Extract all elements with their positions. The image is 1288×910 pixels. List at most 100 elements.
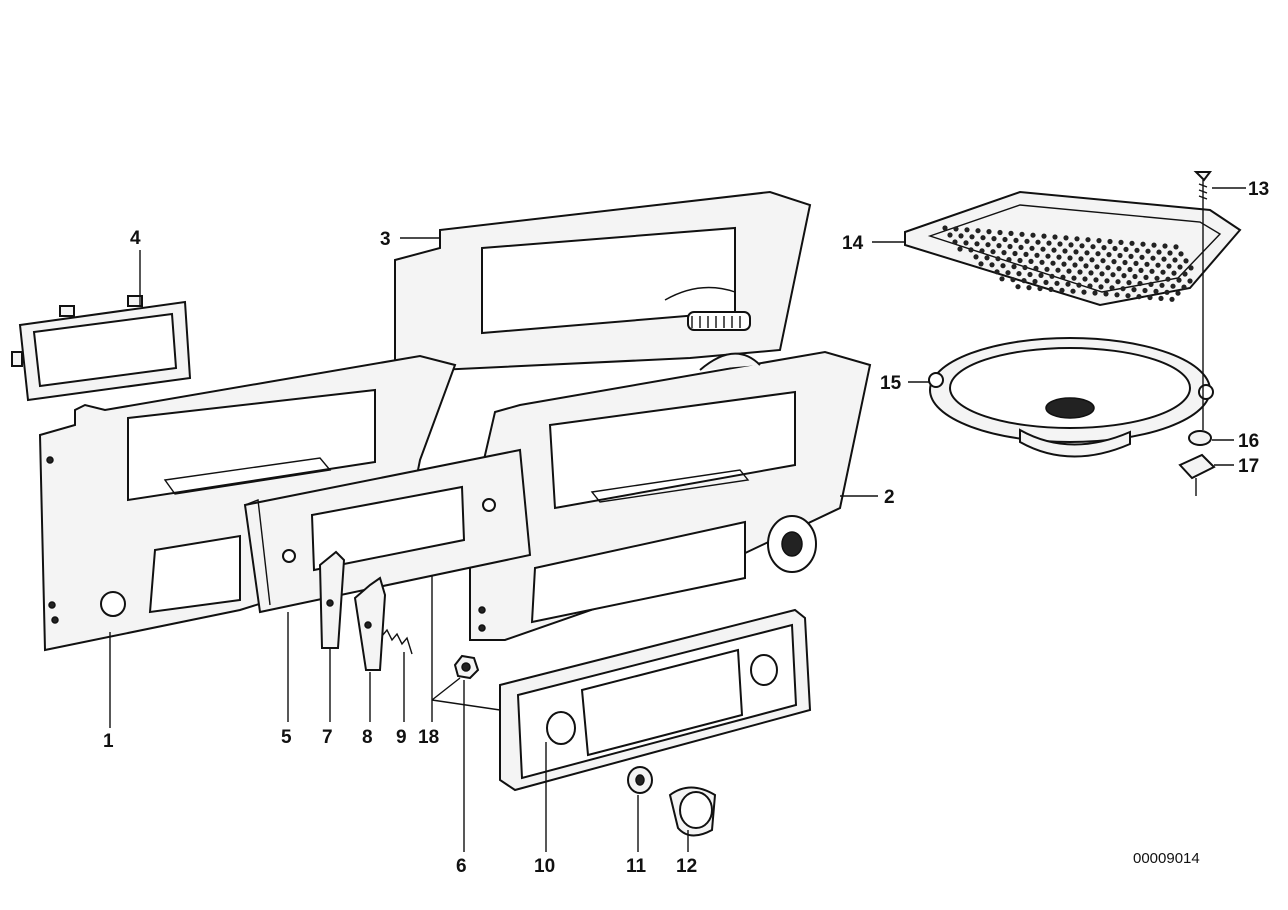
part-4-frame [11, 295, 192, 402]
document-number: 00009014 [1133, 850, 1200, 867]
grille-hole [1072, 262, 1078, 268]
grille-hole [1049, 273, 1055, 279]
grille-hole [1133, 260, 1139, 266]
grille-hole [1136, 294, 1142, 300]
grille-hole [1073, 249, 1079, 255]
grille-hole [1144, 261, 1150, 267]
grille-hole [1024, 238, 1030, 244]
part-6-nut [453, 654, 480, 680]
part-16-washer [1188, 430, 1212, 446]
grille-hole [1044, 266, 1050, 272]
grille-hole [1160, 269, 1166, 275]
grille-hole [1162, 243, 1168, 249]
grille-hole [1178, 251, 1184, 257]
part-7-clip [318, 550, 346, 649]
grille-hole [1052, 234, 1058, 240]
grille-hole [1166, 263, 1172, 269]
grille-hole [1127, 266, 1133, 273]
grille-hole [1048, 286, 1054, 292]
grille-hole [1170, 283, 1176, 289]
grille-hole [1011, 264, 1017, 270]
grille-hole [1062, 248, 1068, 254]
grille-hole [1188, 265, 1194, 271]
grille-hole [969, 234, 975, 240]
grille-hole [1142, 287, 1148, 294]
callout-17: 17 [1238, 456, 1259, 477]
grille-hole [1051, 247, 1057, 253]
part-11-bushing [627, 766, 653, 794]
grille-hole [1027, 271, 1033, 278]
callout-10: 10 [534, 856, 555, 877]
grille-hole [1037, 285, 1043, 292]
grille-hole [1099, 271, 1105, 277]
grille-hole [990, 249, 996, 255]
grille-hole [1061, 261, 1067, 267]
callout-5: 5 [281, 727, 292, 748]
grille-hole [1147, 294, 1153, 301]
grille-hole [1151, 242, 1157, 248]
grille-hole [1187, 278, 1193, 284]
grille-hole [973, 254, 979, 260]
grille-hole [1173, 244, 1179, 250]
grille-hole [1125, 293, 1131, 299]
grille-hole [1060, 274, 1066, 280]
grille-hole [1103, 291, 1109, 297]
grille-hole [1033, 265, 1039, 271]
part-10-bezel [499, 608, 812, 792]
part-8-clip [353, 576, 387, 671]
grille-hole [1145, 248, 1151, 254]
grille-hole [953, 226, 959, 232]
grille-hole [1059, 287, 1065, 293]
grille-hole [1083, 263, 1089, 269]
grille-hole [1177, 264, 1183, 270]
grille-hole [1107, 238, 1113, 245]
grille-hole [1026, 285, 1032, 291]
grille-hole [1065, 281, 1071, 287]
grille-hole [1039, 259, 1045, 265]
grille-hole [1164, 289, 1170, 295]
grille-hole [964, 227, 970, 233]
grille-hole [1165, 276, 1171, 282]
grille-hole [1019, 231, 1025, 237]
grille-hole [1182, 271, 1188, 277]
grille-hole [1010, 277, 1016, 283]
grille-hole [1176, 277, 1182, 283]
grille-hole [1158, 295, 1164, 301]
grille-hole [1148, 281, 1154, 287]
callout-labels: 1 2 3 4 5 6 7 8 9 10 11 12 13 14 15 16 1… [103, 179, 1269, 877]
grille-hole [1159, 282, 1165, 288]
part-5-bracket [243, 448, 532, 614]
grille-hole [1134, 247, 1140, 253]
callout-12: 12 [676, 856, 697, 877]
grille-hole [1115, 279, 1121, 285]
leader-lines [109, 187, 1246, 852]
callout-16: 16 [1238, 431, 1259, 452]
grille-hole [1040, 246, 1046, 252]
callout-1: 1 [103, 731, 114, 752]
grille-hole [1112, 245, 1118, 252]
grille-hole [999, 276, 1005, 282]
grille-hole [1140, 241, 1146, 247]
callout-6: 6 [456, 856, 467, 877]
grille-hole [1089, 257, 1095, 263]
grille-hole [1063, 235, 1069, 241]
grille-hole [1028, 258, 1034, 264]
grille-hole [1002, 236, 1008, 243]
callout-13: 13 [1248, 179, 1269, 200]
callout-9: 9 [396, 727, 407, 748]
grille-hole [1043, 279, 1049, 285]
grille-hole [1030, 232, 1036, 238]
grille-hole [1138, 267, 1144, 273]
grille-hole [1021, 278, 1027, 284]
grille-hole [1000, 263, 1006, 269]
callout-15: 15 [880, 373, 902, 394]
grille-hole [1132, 273, 1138, 280]
grille-hole [1076, 282, 1082, 288]
grille-hole [991, 236, 997, 242]
grille-perforation [942, 225, 1194, 302]
grille-hole [1150, 255, 1156, 261]
grille-hole [1066, 268, 1072, 274]
grille-hole [1104, 278, 1110, 284]
grille-hole [1082, 276, 1088, 282]
grille-hole [1094, 264, 1100, 270]
